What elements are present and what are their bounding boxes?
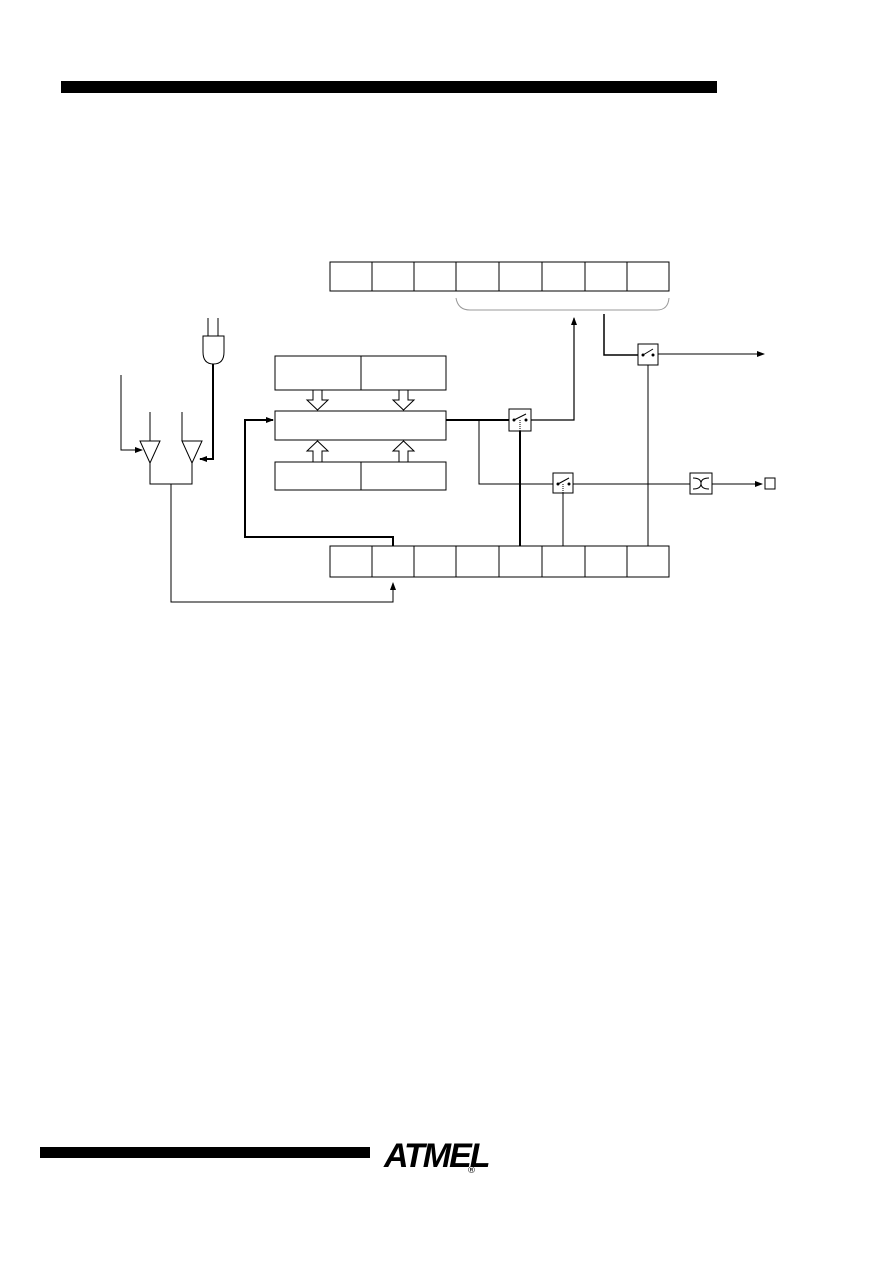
clock-input-line: [120, 375, 143, 453]
register-pair-lower: [274, 461, 447, 491]
clock-select-line: [170, 484, 396, 603]
and-gate-icon: [202, 318, 225, 365]
register-top: [329, 261, 670, 292]
atmel-logo: ATMEL ®: [384, 1132, 491, 1176]
register-pair-upper: [274, 355, 447, 391]
footer-rule: [40, 1147, 370, 1158]
registered-mark: ®: [467, 1166, 476, 1176]
comparator-block: [274, 410, 447, 441]
switch-icon: [637, 343, 659, 366]
inverter-box-icon: [689, 472, 713, 495]
switch-icon: [508, 408, 532, 432]
register-bottom: [329, 545, 670, 578]
buffer-triangle-icon: [139, 440, 203, 465]
and-gate-output: [199, 364, 214, 462]
output-pin-icon: [764, 477, 776, 490]
bit-group-brace: [455, 297, 670, 311]
switch-icon: [552, 472, 574, 494]
data-arrow-icon: [305, 389, 416, 463]
logo-text: ATMEL: [384, 1137, 491, 1175]
feedback-line: [244, 417, 394, 546]
header-rule: [61, 81, 717, 93]
interrupt-flag-line: [531, 317, 577, 421]
